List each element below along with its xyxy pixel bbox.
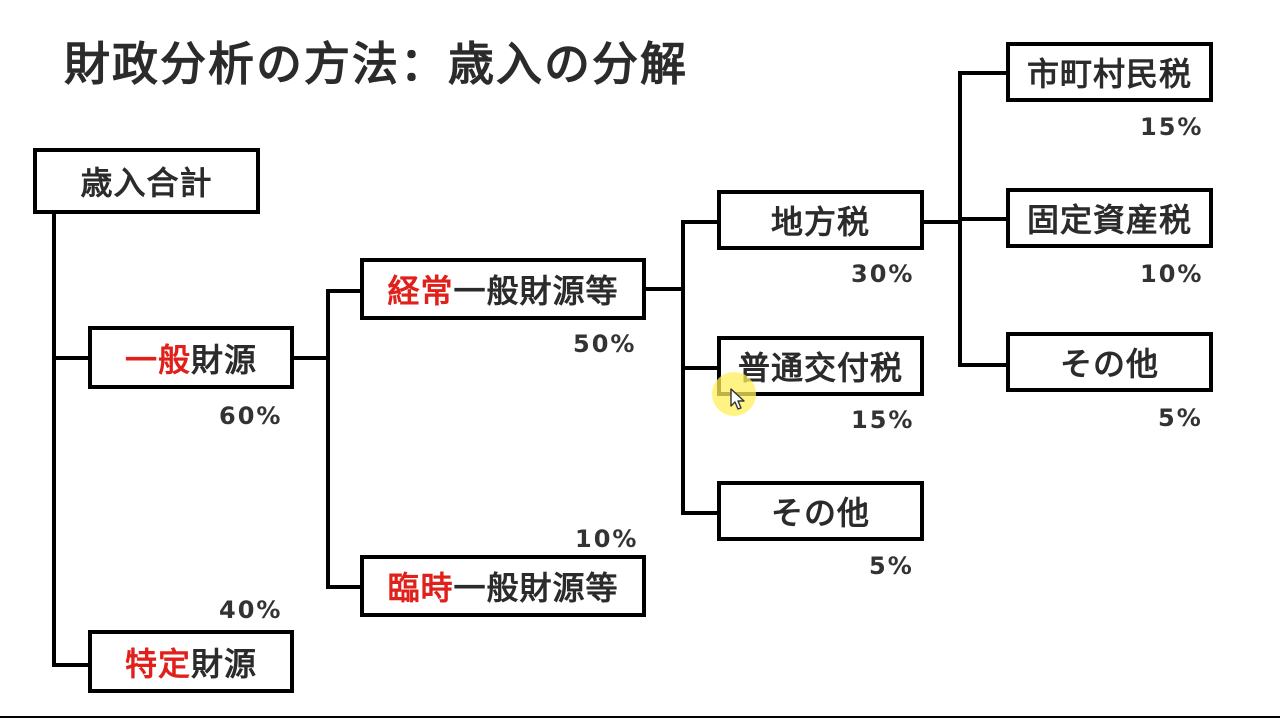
- node-recurring-general-accent: 経常: [387, 272, 454, 310]
- share-specific-revenue: 40%: [219, 596, 283, 624]
- node-grant-tax-label: 普通交付税: [737, 349, 903, 387]
- share-general-revenue: 60%: [219, 402, 283, 430]
- node-specific-revenue-accent: 特定: [124, 644, 191, 683]
- node-local-tax: 地方税: [717, 190, 924, 250]
- mouse-cursor-highlight: [712, 372, 756, 416]
- share-municipal-tax: 15%: [1140, 113, 1204, 141]
- page-title: 財政分析の方法：歳入の分解: [64, 37, 688, 91]
- node-temporary-general: 臨時一般財源等: [360, 555, 646, 617]
- node-grant-tax: 普通交付税: [717, 336, 924, 396]
- node-total-revenue: 歳入合計: [33, 148, 260, 214]
- node-general-revenue: 一般財源: [88, 326, 294, 389]
- node-recurring-general: 経常一般財源等: [360, 258, 646, 320]
- share-temporary-general: 10%: [575, 525, 639, 553]
- share-other-tax: 5%: [1158, 404, 1203, 432]
- node-other-tax-label: その他: [1059, 345, 1159, 383]
- node-general-revenue-label: 財源: [191, 340, 258, 379]
- node-other-tax: その他: [1006, 332, 1213, 392]
- node-municipal-tax: 市町村民税: [1006, 42, 1213, 102]
- node-specific-revenue: 特定財源: [88, 630, 294, 693]
- bottom-divider: [0, 716, 1280, 718]
- node-total-revenue-label: 歳入合計: [80, 164, 213, 202]
- share-other-general: 5%: [869, 552, 914, 580]
- node-other-general-label: その他: [770, 494, 870, 532]
- node-municipal-tax-label: 市町村民税: [1026, 55, 1192, 93]
- node-specific-revenue-label: 財源: [191, 644, 258, 683]
- share-property-tax: 10%: [1140, 260, 1204, 288]
- share-local-tax: 30%: [851, 260, 915, 288]
- node-other-general: その他: [717, 481, 924, 541]
- node-temporary-general-accent: 臨時: [387, 569, 454, 607]
- node-local-tax-label: 地方税: [770, 203, 870, 241]
- pointer-icon: [730, 388, 745, 410]
- node-temporary-general-label: 一般財源等: [453, 569, 619, 607]
- share-recurring-general: 50%: [573, 330, 637, 358]
- node-property-tax: 固定資産税: [1006, 188, 1213, 248]
- node-property-tax-label: 固定資産税: [1026, 201, 1192, 239]
- node-general-revenue-accent: 一般: [124, 340, 191, 379]
- share-grant-tax: 15%: [851, 406, 915, 434]
- node-recurring-general-label: 一般財源等: [453, 272, 619, 310]
